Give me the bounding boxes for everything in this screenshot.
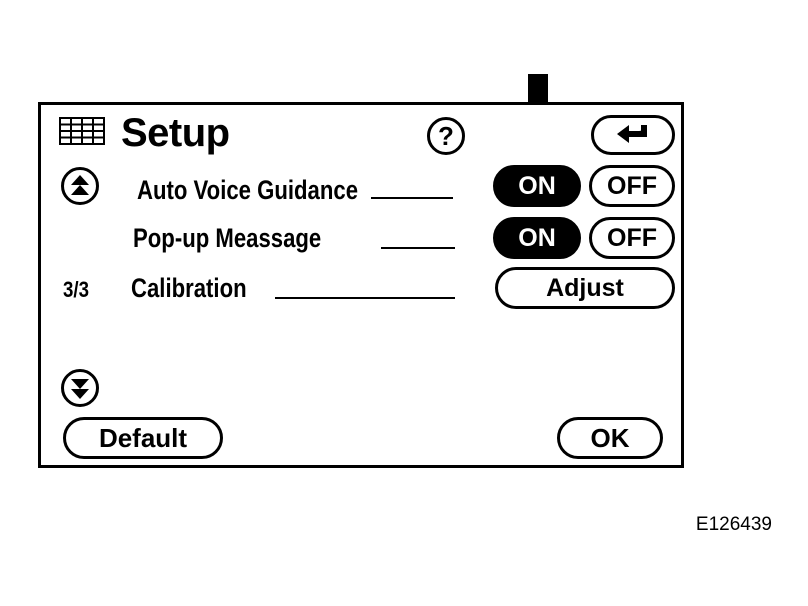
leader-line [381, 247, 455, 249]
help-button[interactable]: ? [427, 117, 465, 155]
setting-label-calibration: Calibration [131, 273, 247, 303]
setup-screen: Setup ? Auto Voice Guidance ON OFF Pop-u… [38, 102, 684, 468]
ok-button[interactable]: OK [557, 417, 663, 459]
scroll-up-icon [71, 175, 89, 195]
scroll-down-button[interactable] [61, 369, 99, 407]
list-grid-icon [59, 117, 105, 145]
scroll-down-icon [71, 379, 89, 399]
leader-line [275, 297, 455, 299]
auto-voice-guidance-on-button[interactable]: ON [493, 165, 581, 207]
page-title: Setup [121, 111, 230, 155]
back-button[interactable] [591, 115, 675, 155]
default-button[interactable]: Default [63, 417, 223, 459]
popup-message-off-button[interactable]: OFF [589, 217, 675, 259]
figure-code: E126439 [695, 514, 772, 535]
auto-voice-guidance-off-button[interactable]: OFF [589, 165, 675, 207]
leader-line [371, 197, 453, 199]
setting-label-auto-voice-guidance: Auto Voice Guidance [137, 175, 359, 205]
return-arrow-icon [617, 125, 647, 143]
page-indicator: 3/3 [63, 277, 90, 302]
help-icon: ? [438, 120, 454, 151]
scroll-up-button[interactable] [61, 167, 99, 205]
setting-label-popup-message: Pop-up Meassage [133, 223, 322, 253]
calibration-adjust-button[interactable]: Adjust [495, 267, 675, 309]
popup-message-on-button[interactable]: ON [493, 217, 581, 259]
